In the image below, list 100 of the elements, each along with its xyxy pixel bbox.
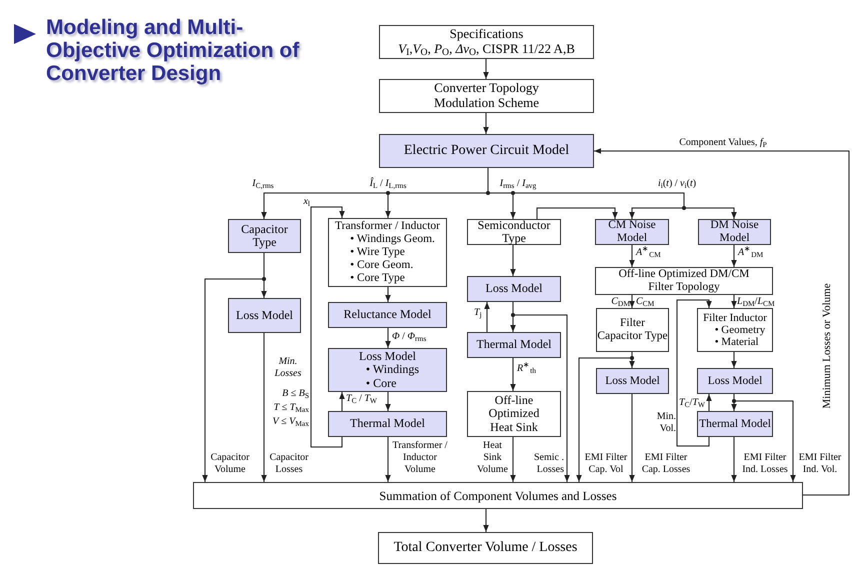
model-box	[596, 368, 669, 394]
side-label: Minimum Losses or Volume	[821, 282, 833, 411]
edge-label: EMI Filter Ind. Vol.	[798, 452, 842, 476]
edge-label: I$_{C,rms}$	[251, 178, 275, 190]
box-title: Off-line Optimized Heat Sink	[488, 394, 540, 434]
constraint-note: T ≤ T$_{Max}$	[272, 402, 309, 414]
arrow	[594, 148, 850, 496]
box-title: Transformer / Inductor	[335, 220, 440, 234]
bullet-item: • Core Type	[350, 272, 406, 285]
model-box	[595, 219, 669, 245]
box-title: CM Noise Model	[607, 219, 657, 245]
edge-label: T$_{j}$	[474, 307, 483, 319]
model-box	[328, 302, 447, 328]
model-box	[698, 219, 771, 245]
box-title: Summation of Component Volumes and Losses	[379, 488, 617, 502]
edge-label: Component Values, f$_{P}$	[678, 137, 768, 149]
box-title: Thermal Model	[476, 338, 552, 352]
arrow	[483, 112, 489, 134]
arrow	[629, 244, 635, 268]
box-title: Off-line Optimized DM/CM Filter Topology	[618, 268, 750, 294]
bullet-item: • Windings	[366, 363, 420, 377]
process-box	[467, 219, 561, 245]
model-box	[467, 276, 561, 302]
edge-label: Min. Vol.	[656, 411, 676, 435]
box-title: Semiconductor Type	[476, 218, 552, 246]
arrow	[385, 392, 391, 412]
arrow	[731, 352, 737, 368]
arrow	[510, 436, 516, 482]
model-box	[228, 298, 301, 333]
process-box	[379, 25, 594, 59]
arrow	[202, 252, 264, 482]
model-box	[228, 219, 301, 253]
bullet-item: • Core	[366, 376, 396, 390]
arrow	[731, 294, 737, 308]
box-title: Total Converter Volume / Losses	[394, 540, 578, 556]
arrow	[734, 394, 796, 482]
box-title: DM Noise Model	[709, 219, 760, 245]
box-title: Electric Power Circuit Model	[404, 143, 570, 159]
box-title: Thermal Model	[350, 417, 425, 431]
arrow	[576, 352, 632, 482]
edge-label: T$_{C}$ / T$_{W}$	[346, 393, 378, 405]
constraint-note: V ≤ V$_{Max}$	[272, 416, 309, 428]
model-box	[328, 348, 447, 392]
arrow	[385, 286, 391, 302]
bullet-item: • Core Geom.	[350, 258, 414, 272]
arrow	[310, 206, 345, 448]
process-box	[596, 308, 669, 352]
box-title: Loss Model	[486, 282, 542, 296]
edge-label: Φ / Φ$_{rms}$	[392, 331, 428, 343]
bullet-item: • Wire Type	[350, 246, 406, 259]
arrow	[488, 168, 737, 220]
arrow	[536, 208, 618, 220]
model-box	[379, 134, 594, 168]
title: Modeling and Multi-Objective Optimization of Converter Design	[46, 16, 300, 85]
process-box	[595, 267, 773, 295]
edge-label: Transformer / Inductor Volume	[392, 440, 448, 476]
process-box	[379, 79, 594, 113]
arrow	[385, 328, 391, 348]
box-title: Filter Capacitor Type	[597, 317, 668, 343]
box-title: Loss Model	[359, 350, 416, 364]
edge-label: Î$_{L}$ / I$_{L,rms}$	[368, 178, 408, 190]
edge-label: EMI Filter Cap. Vol	[584, 452, 628, 476]
process-box	[328, 218, 447, 287]
model-box	[328, 411, 447, 437]
edge-label: x$_{l}$	[302, 196, 310, 208]
box-title: Converter Topology Modulation Scheme	[432, 81, 540, 111]
arrow	[339, 392, 345, 412]
process-box	[467, 391, 561, 437]
box-title: Capacitor Type	[240, 222, 289, 250]
edge-label: EMI Filter Cap. Losses	[640, 452, 692, 476]
box-title: Loss Model	[708, 374, 762, 388]
process-box	[378, 532, 593, 564]
process-box	[697, 308, 773, 352]
edge-label: Capacitor Volume	[210, 452, 250, 476]
edge-label: L$_{DM}$/L$_{CM}$	[737, 296, 776, 308]
arrow	[676, 300, 712, 446]
arrow	[731, 436, 737, 482]
arrow	[385, 436, 391, 482]
edge-label: C$_{DM}$	[610, 296, 630, 308]
edge-label: Semic . Losses	[533, 452, 564, 476]
edge-label: i$_{i}$(t) / v$_{i}$(t)	[656, 178, 698, 190]
arrow	[512, 302, 570, 482]
model-box	[697, 411, 773, 437]
edge-label: Heat Sink Volume	[476, 440, 509, 476]
edge-label: Capacitor Losses	[268, 452, 310, 476]
model-box	[467, 332, 561, 358]
process-box	[193, 482, 803, 509]
arrow	[261, 332, 267, 482]
arrow	[706, 394, 712, 412]
arrow	[483, 58, 489, 80]
arrow	[510, 358, 516, 392]
constraint-note: C$_{CM}$	[636, 296, 656, 308]
arrow	[483, 508, 489, 532]
constraint-note: Min. Losses	[274, 356, 302, 380]
constraint-note: B ≤ B$_{S}$	[281, 388, 309, 400]
arrow	[510, 244, 516, 276]
box-title: Loss Model	[605, 374, 660, 388]
box-title: Thermal Model	[699, 418, 771, 430]
arrow	[484, 302, 490, 332]
edge-label: T$_{C}$/T$_{W}$	[679, 397, 706, 409]
